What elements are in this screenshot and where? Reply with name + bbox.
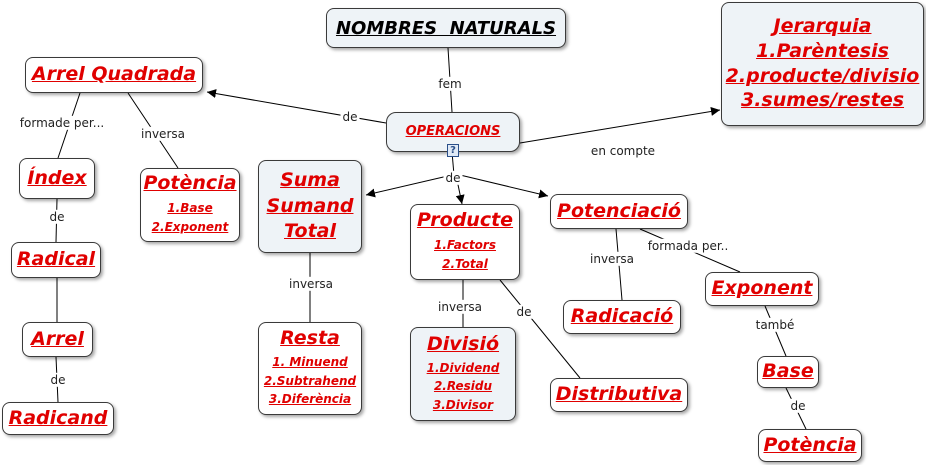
label-de-center: de (443, 170, 463, 186)
label-formada-per: formada per.. (645, 238, 731, 254)
divisio-item-2: 2.Residu (433, 379, 493, 394)
suma-line-3: Total (284, 220, 336, 243)
node-producte[interactable]: Producte 1.Factors 2.Total (410, 204, 520, 280)
link-operacions-suma (365, 174, 453, 198)
title-text: NOMBRES NATURALS (335, 17, 557, 39)
producte-title: Producte (416, 209, 514, 232)
producte-item-2: 2.Total (442, 256, 488, 271)
potencia-left-item-2: 2.Exponent (151, 219, 229, 234)
jerarquia-item-3: 3.sumes/restes (740, 89, 905, 112)
node-radicacio[interactable]: Radicació (563, 300, 681, 334)
label-de-left: de (340, 109, 360, 125)
radicand-text: Radicand (8, 406, 108, 429)
node-suma[interactable]: Suma Sumand Total (258, 160, 362, 253)
node-potencia-right[interactable]: Potència (758, 429, 862, 462)
label-de-base: de (788, 398, 808, 414)
node-distributiva[interactable]: Distributiva (550, 378, 688, 412)
node-jerarquia[interactable]: Jerarquia 1.Parèntesis 2.producte/divisi… (721, 2, 924, 126)
label-en-compte: en compte (588, 143, 658, 159)
label-inversa-left: inversa (139, 126, 187, 142)
radical-text: Radical (16, 248, 96, 271)
radicacio-text: Radicació (570, 305, 674, 328)
suma-line-2: Sumand (266, 194, 354, 217)
operacions-text: OPERACIONS (405, 123, 501, 139)
node-arrel[interactable]: Arrel (22, 322, 93, 357)
label-formade-per: formade per... (17, 115, 107, 131)
help-icon[interactable]: ? (447, 144, 459, 157)
node-index[interactable]: Índex (19, 158, 95, 199)
node-arrel-quadrada[interactable]: Arrel Quadrada (25, 57, 203, 93)
arrel-quadrada-text: Arrel Quadrada (31, 63, 197, 86)
arrel-text: Arrel (31, 327, 84, 350)
potencia-right-text: Potència (763, 433, 857, 456)
jerarquia-item-2: 2.producte/divisio (725, 64, 920, 87)
jerarquia-item-1: 1.Parèntesis (756, 39, 889, 62)
link-operacions-potenciacio (459, 174, 549, 199)
label-de-producte: de (514, 304, 534, 320)
label-inversa-producte: inversa (436, 299, 484, 315)
resta-item-2: 2.Subtrahend (263, 373, 357, 388)
node-exponent[interactable]: Exponent (705, 272, 819, 306)
link-producte-distributiva (499, 279, 581, 379)
node-resta[interactable]: Resta 1. Minuend 2.Subtrahend 3.Diferènc… (258, 322, 362, 415)
node-radicand[interactable]: Radicand (2, 402, 114, 435)
suma-line-1: Suma (280, 168, 340, 191)
jerarquia-title: Jerarquia (773, 14, 872, 37)
potencia-left-item-1: 1.Base (167, 201, 213, 216)
producte-item-1: 1.Factors (434, 238, 496, 253)
resta-item-1: 1. Minuend (272, 355, 348, 370)
label-de-index: de (47, 209, 67, 225)
node-potencia-left[interactable]: Potència 1.Base 2.Exponent (140, 168, 240, 242)
resta-item-3: 3.Diferència (268, 392, 352, 407)
resta-title: Resta (280, 327, 340, 350)
potencia-left-title: Potència (143, 172, 237, 195)
node-divisio[interactable]: Divisió 1.Dividend 2.Residu 3.Divisor (410, 327, 516, 421)
base-text: Base (762, 360, 814, 383)
label-fem: fem (436, 76, 464, 92)
divisio-title: Divisió (426, 332, 500, 355)
node-nombres-naturals[interactable]: NOMBRES NATURALS (326, 8, 566, 48)
index-text: Índex (27, 166, 87, 189)
label-inversa-pot: inversa (588, 251, 636, 267)
label-de-arrel: de (48, 372, 68, 388)
label-inversa-suma: inversa (287, 276, 335, 292)
divisio-item-1: 1.Dividend (426, 360, 500, 375)
link-operacions-jerarquia (519, 107, 721, 144)
node-base[interactable]: Base (757, 356, 819, 388)
exponent-text: Exponent (711, 277, 813, 300)
node-potenciacio[interactable]: Potenciació (550, 194, 688, 229)
node-radical[interactable]: Radical (11, 242, 101, 278)
distributiva-text: Distributiva (555, 383, 683, 406)
label-tambe: també (753, 317, 797, 333)
divisio-item-3: 3.Divisor (432, 397, 494, 412)
potenciacio-text: Potenciació (557, 199, 681, 222)
